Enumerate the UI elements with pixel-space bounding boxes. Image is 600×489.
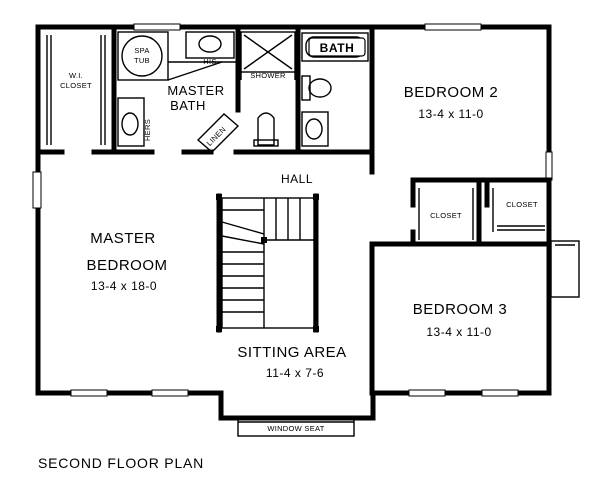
walk-in-closet <box>46 35 106 145</box>
spa-tub-label-1: SPA <box>134 46 149 55</box>
wi-closet-label-1: W.I. <box>69 71 83 80</box>
bedroom-2-label: BEDROOM 2 <box>404 84 499 101</box>
shower-label: SHOWER <box>250 71 286 80</box>
sitting-area-dimensions: 11-4 x 7-6 <box>266 366 324 380</box>
spa-tub-label-2: TUB <box>134 56 150 65</box>
windows <box>32 23 553 397</box>
plan-title: SECOND FLOOR PLAN <box>38 455 204 471</box>
linen-label: LINEN <box>205 125 228 148</box>
staircase <box>216 194 319 332</box>
bedroom-3-dimensions: 13-4 x 11-0 <box>426 325 491 339</box>
his-sink-label: HIS <box>203 57 216 66</box>
closet-shelving <box>418 188 545 240</box>
sitting-area-label: SITTING AREA <box>237 344 346 361</box>
master-bath-label-2: BATH <box>170 98 206 113</box>
master-bath-fixtures <box>117 31 296 153</box>
bedroom-2-dimensions: 13-4 x 11-0 <box>418 107 483 121</box>
master-bedroom-dimensions: 13-4 x 18-0 <box>91 279 157 293</box>
window-seat-label: WINDOW SEAT <box>267 424 324 433</box>
wi-closet-label-2: CLOSET <box>60 81 92 90</box>
window-seat-bay <box>237 417 355 437</box>
bath-fixtures <box>301 32 369 147</box>
closet-left-label: CLOSET <box>430 211 462 220</box>
bedroom-3-label: BEDROOM 3 <box>413 301 508 318</box>
hers-sink-label: HERS <box>143 119 152 141</box>
master-bath-label-1: MASTER <box>167 83 224 98</box>
bedroom-3-bump-out <box>550 240 580 298</box>
closet-right-label: CLOSET <box>506 200 538 209</box>
interior-walls <box>35 24 552 396</box>
master-bedroom-label-1: MASTER <box>90 230 156 247</box>
master-bedroom-label-2: BEDROOM <box>86 257 167 274</box>
bath-label: BATH <box>320 41 355 55</box>
hall-label: HALL <box>281 172 313 186</box>
